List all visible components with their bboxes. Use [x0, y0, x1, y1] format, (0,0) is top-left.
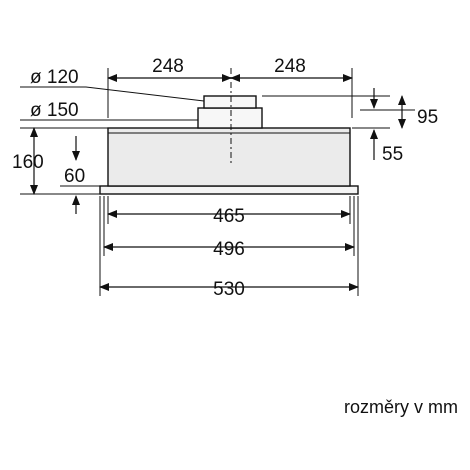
hood-body: [99, 127, 359, 195]
top-width-dimension: 248 248: [107, 56, 353, 118]
label-55: 55: [382, 144, 403, 165]
label-160: 160: [12, 152, 44, 173]
pipe-spigot-120: [203, 95, 257, 109]
hood-inner-housing: [107, 127, 351, 187]
label-diameter-150: ø 150: [30, 100, 79, 121]
bottom-width-dimensions: 465 496 530: [99, 196, 359, 300]
label-530: 530: [213, 279, 245, 300]
diameter-callouts: ø 120 ø 150: [20, 67, 205, 121]
label-248-left: 248: [152, 56, 184, 77]
units-caption: rozměry v mm: [344, 397, 458, 417]
label-465: 465: [213, 206, 245, 227]
label-60: 60: [64, 166, 85, 187]
label-248-right: 248: [274, 56, 306, 77]
label-diameter-120: ø 120: [30, 67, 79, 88]
hood-outer-frame: [99, 185, 359, 195]
label-496: 496: [213, 239, 245, 260]
left-height-dimension: 160 60: [12, 127, 108, 214]
leader-diameter-120: [20, 86, 205, 102]
exhaust-pipe: [197, 95, 263, 129]
label-95: 95: [417, 107, 438, 128]
pipe-collar-150: [197, 107, 263, 129]
right-height-dimension: 95 55: [262, 88, 438, 165]
